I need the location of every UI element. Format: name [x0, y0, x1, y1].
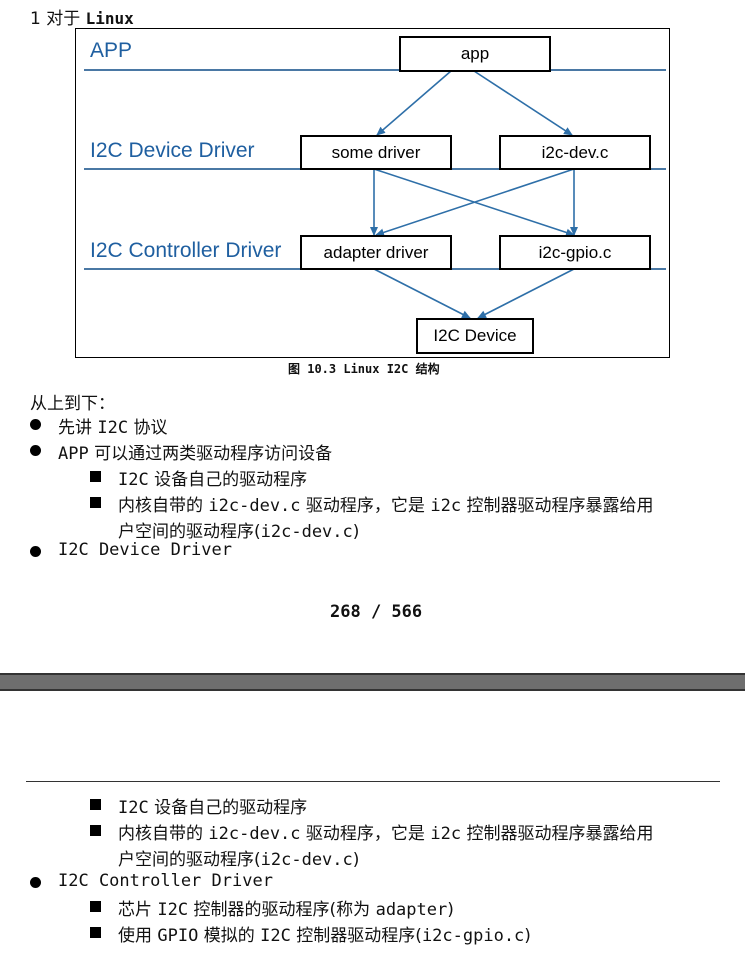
list-item: 内核自带的 i2c-dev.c 驱动程序，它是 i2c 控制器驱动程序暴露给用 — [118, 824, 654, 844]
list-item: I2C Device Driver — [58, 540, 232, 560]
section-name: Linux — [85, 9, 134, 28]
bullet-square — [90, 927, 101, 938]
list-item: 芯片 I2C 控制器的驱动程序(称为 adapter) — [118, 900, 454, 920]
header-rule — [26, 781, 720, 782]
bullet-dot — [30, 546, 41, 557]
arrow-i2c-dev-to-adapter — [375, 168, 575, 237]
layer-label-controller-driver: I2C Controller Driver — [90, 239, 282, 262]
layer-divider — [84, 69, 666, 71]
bullet-square — [90, 799, 101, 810]
bullet-square — [90, 497, 101, 508]
section-prefix: 对于 — [46, 9, 81, 29]
node-adapter-driver: adapter driver — [300, 235, 452, 270]
figure-caption: 图 10.3 Linux I2C 结构 — [288, 362, 440, 376]
node-i2c-gpio: i2c-gpio.c — [499, 235, 651, 270]
node-some-driver: some driver — [300, 135, 452, 170]
diagram-arrows — [370, 70, 578, 319]
section-heading: 1 对于 Linux — [30, 4, 134, 29]
node-i2c-device: I2C Device — [416, 318, 534, 354]
bullet-square — [90, 901, 101, 912]
list-item: 内核自带的 i2c-dev.c 驱动程序，它是 i2c 控制器驱动程序暴露给用 — [118, 496, 654, 516]
layer-label-device-driver: I2C Device Driver — [90, 139, 255, 162]
arrow-i2c-gpio-to-i2c-device — [477, 268, 575, 319]
list-item: APP 可以通过两类驱动程序访问设备 — [58, 444, 333, 464]
page-separator — [0, 673, 745, 691]
list-item: I2C Controller Driver — [58, 871, 273, 891]
bullet-square — [90, 825, 101, 836]
arrow-adapter-to-i2c-device — [373, 268, 471, 319]
list-item: I2C 设备自己的驱动程序 — [118, 798, 308, 818]
list-item: 先讲 I2C 协议 — [58, 418, 168, 438]
section-number: 1 — [30, 9, 41, 29]
i2c-architecture-diagram: APP I2C Device Driver I2C Controller Dri… — [75, 28, 670, 358]
list-item: I2C 设备自己的驱动程序 — [118, 470, 308, 490]
page-number: 268 / 566 — [330, 602, 423, 622]
arrow-app-to-some-driver — [376, 70, 452, 136]
layer-label-app: APP — [90, 39, 133, 62]
node-app: app — [399, 36, 551, 72]
node-i2c-dev: i2c-dev.c — [499, 135, 651, 170]
intro-text: 从上到下： — [30, 394, 115, 414]
arrow-app-to-i2c-dev — [473, 70, 573, 136]
list-item-continuation: 户空间的驱动程序(i2c-dev.c) — [118, 850, 360, 870]
bullet-dot — [30, 877, 41, 888]
bullet-square — [90, 471, 101, 482]
bullet-dot — [30, 419, 41, 430]
list-item-continuation: 户空间的驱动程序(i2c-dev.c) — [118, 522, 360, 542]
bullet-dot — [30, 445, 41, 456]
list-item: 使用 GPIO 模拟的 I2C 控制器驱动程序(i2c-gpio.c) — [118, 926, 531, 946]
